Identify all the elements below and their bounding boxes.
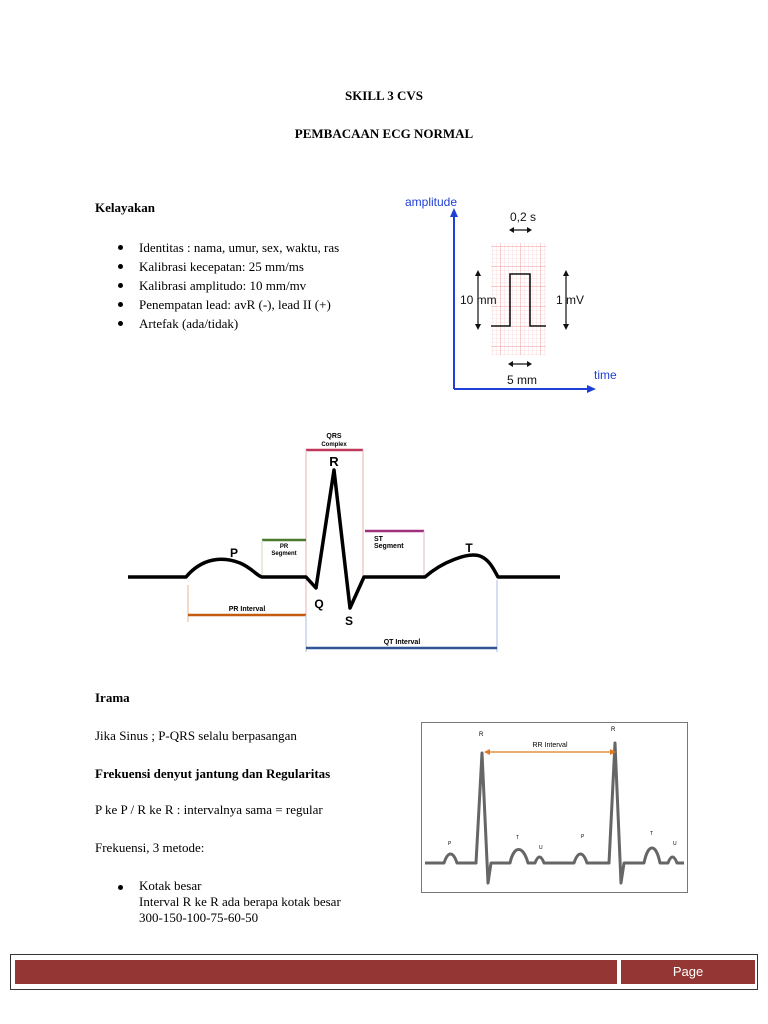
- rr-trace: [425, 741, 684, 885]
- qrs-sublabel: Complex: [321, 442, 347, 448]
- x-axis-arrow: [587, 385, 596, 393]
- q-label: Q: [314, 597, 323, 611]
- document-subtitle: PEMBACAAN ECG NORMAL: [294, 126, 474, 141]
- x-axis-label: time: [594, 368, 617, 382]
- calibration-figure: amplitude time 0,2 s 10 mm 1 mV 5 mm: [400, 186, 622, 402]
- left-label: 10 mm: [460, 293, 497, 307]
- list-item: Artefak (ada/tidak): [115, 314, 339, 333]
- s-label: S: [345, 614, 353, 628]
- t-label: T: [465, 541, 473, 555]
- st-label: ST: [374, 536, 384, 543]
- list-item: Penempatan lead: avR (-), lead II (+): [115, 295, 339, 314]
- footer-bar: [15, 960, 617, 984]
- calibration-grid: [491, 243, 546, 355]
- r-label-1: R: [479, 732, 484, 738]
- ecg-trace: [128, 468, 560, 610]
- page-footer: Page: [10, 954, 758, 990]
- p-label-1: P: [448, 841, 452, 847]
- list-item: Identitas : nama, umur, sex, waktu, ras: [115, 238, 339, 257]
- top-label: 0,2 s: [510, 210, 536, 224]
- list-item: Kotak besar Interval R ke R ada berapa k…: [115, 878, 341, 926]
- frekuensi-methods-list: Kotak besar Interval R ke R ada berapa k…: [115, 878, 341, 926]
- frekuensi-text-1: P ke P / R ke R : intervalnya sama = reg…: [95, 802, 323, 817]
- irama-text: Jika Sinus ; P-QRS selalu berpasangan: [95, 728, 297, 743]
- r-label: R: [329, 454, 339, 469]
- t-label-2: T: [650, 831, 653, 837]
- u-label-2: U: [673, 841, 677, 847]
- pr-label: PR: [280, 544, 289, 550]
- bottom-label: 5 mm: [507, 373, 537, 387]
- kelayakan-list: Identitas : nama, umur, sex, waktu, ras …: [115, 238, 339, 333]
- list-item: Kalibrasi amplitudo: 10 mm/mv: [115, 276, 339, 295]
- method-values: 300-150-100-75-60-50: [139, 910, 259, 925]
- p-label: P: [230, 546, 238, 560]
- method-title: Kotak besar: [139, 878, 202, 893]
- st-sublabel: Segment: [374, 543, 404, 550]
- p-label-2: P: [581, 834, 585, 840]
- y-axis-arrow: [450, 208, 458, 217]
- rr-interval-figure: R R RR Interval P T U P T U: [421, 722, 688, 893]
- t-label-1: T: [516, 835, 519, 841]
- qt-interval-label: QT Interval: [384, 639, 421, 646]
- u-label-1: U: [539, 845, 543, 851]
- y-axis-label: amplitude: [405, 195, 457, 209]
- document-title: SKILL 3 CVS: [344, 88, 424, 103]
- section-heading-irama: Irama: [95, 690, 130, 705]
- page-label: Page: [621, 960, 755, 984]
- section-heading-kelayakan: Kelayakan: [95, 200, 155, 215]
- calibration-pulse: [491, 273, 546, 327]
- right-label: 1 mV: [556, 293, 584, 307]
- list-item: Kalibrasi kecepatan: 25 mm/ms: [115, 257, 339, 276]
- ecg-waveform-diagram: QRS Complex PR Segment ST Segment R P T …: [120, 430, 570, 658]
- rr-interval-label: RR Interval: [532, 742, 567, 749]
- qrs-label: QRS: [326, 433, 342, 440]
- frekuensi-text-2: Frekuensi, 3 metode:: [95, 840, 205, 855]
- pr-sublabel: Segment: [271, 551, 296, 557]
- pr-interval-label: PR Interval: [229, 606, 266, 613]
- r-label-2: R: [611, 727, 616, 733]
- section-heading-frekuensi: Frekuensi denyut jantung dan Regularitas: [95, 766, 331, 781]
- method-description: Interval R ke R ada berapa kotak besar: [139, 894, 341, 909]
